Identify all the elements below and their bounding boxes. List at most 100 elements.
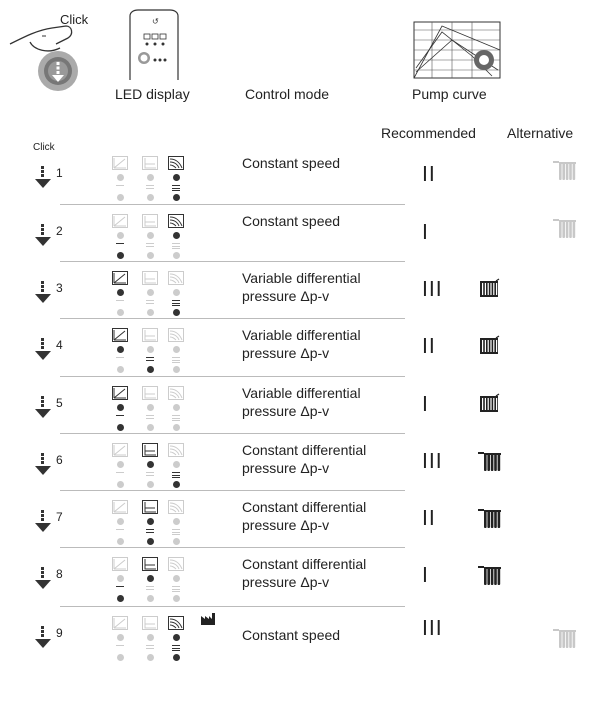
click-label: Click [60,12,89,27]
led-dot [146,232,154,239]
level-bar [172,185,180,187]
row-separator [60,376,405,377]
floor-radiator-icon [480,335,500,354]
constant-pressure-curve-icon [142,443,158,457]
press-button-icon[interactable] [33,394,53,420]
constant-speed-curve-icon [168,500,184,514]
control-mode-text: Constant speed [242,213,341,229]
level-led-dot [146,252,154,259]
pump-curve-level: I [422,563,429,587]
led-dot [172,634,180,641]
led-dot [172,575,180,582]
constant-speed-curve-icon [168,386,184,400]
row-separator [60,318,405,319]
level-bar [146,302,154,304]
led-dot [116,518,124,525]
level-bar [172,591,180,593]
level-bar [172,586,180,588]
constant-speed-curve-icon [168,271,184,285]
pump-curve-icon [413,21,501,79]
level-bar [172,190,180,192]
press-button-icon[interactable] [33,451,53,477]
level-led-dot [172,252,180,259]
led-dot [172,174,180,181]
level-bar [146,645,154,647]
led-dot [146,461,154,468]
level-bar [146,529,154,531]
proportional-curve-icon [112,386,128,400]
click-small-label: Click [33,142,55,153]
level-bar [172,357,180,359]
constant-pressure-curve-icon [142,271,158,285]
svg-text:↺: ↺ [152,17,159,26]
level-bar [116,300,124,302]
constant-pressure-curve-icon [142,328,158,342]
led-dot [146,346,154,353]
row-number: 1 [56,166,63,180]
press-button-icon[interactable] [33,279,53,305]
level-bar [146,357,154,359]
constant-pressure-curve-icon [142,156,158,170]
row-separator [60,606,405,607]
press-button-icon[interactable] [33,164,53,190]
level-led-dot [172,366,180,373]
mode-row: 1 Constant speed II [0,150,608,201]
press-button-icon[interactable] [33,565,53,591]
level-led-dot [146,654,154,661]
level-bar [172,647,180,649]
row-number: 4 [56,338,63,352]
press-button-icon[interactable] [33,222,53,248]
level-bar [146,187,154,189]
control-mode-text: Constant speed [242,627,341,643]
press-button-icon[interactable] [33,336,53,362]
level-led-dot [116,194,124,201]
row-separator [60,204,405,205]
radiator-icon [553,219,576,238]
constant-pressure-curve-icon [142,214,158,228]
led-dot [172,518,180,525]
press-button-icon[interactable] [33,624,53,650]
pump-curve-level: I [422,392,429,416]
radiator-icon [478,452,501,471]
level-bar [116,415,124,417]
row-number: 5 [56,396,63,410]
level-bar [146,474,154,476]
radiator-icon [478,566,501,585]
level-bar [172,248,180,250]
level-led-dot [116,481,124,488]
radiator-icon [478,509,501,528]
level-bar [146,415,154,417]
row-separator [60,433,405,434]
level-led-dot [172,595,180,602]
level-led-dot [146,424,154,431]
row-number: 3 [56,281,63,295]
level-bar [146,245,154,247]
pump-curve-level: II [422,162,436,186]
radiator-icon [553,629,576,648]
control-mode-text: Constant speed [242,155,341,171]
level-bar [172,305,180,307]
pump-curve-level: III [422,449,443,473]
press-button-icon[interactable] [33,508,53,534]
level-bar [172,245,180,247]
led-dot [146,404,154,411]
level-led-dot [172,654,180,661]
constant-speed-curve-icon [168,156,184,170]
level-bar [172,417,180,419]
led-dot [116,289,124,296]
click-hand-illustration [8,6,98,96]
proportional-curve-icon [112,156,128,170]
constant-pressure-curve-icon [142,500,158,514]
proportional-curve-icon [112,616,128,630]
radiator-icon [553,161,576,180]
level-bar [116,243,124,245]
level-bar [146,243,154,245]
level-bar [146,647,154,649]
level-bar [172,187,180,189]
